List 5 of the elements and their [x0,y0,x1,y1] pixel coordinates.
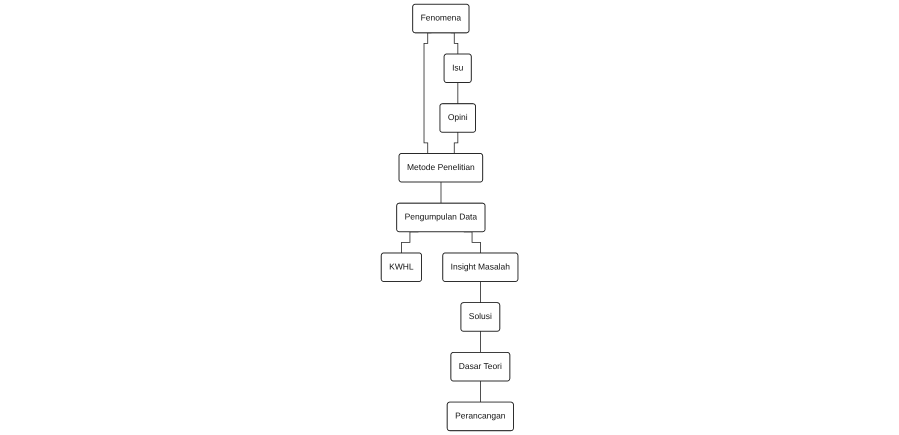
connector [480,281,481,304]
connector [480,331,481,354]
connector [480,380,481,403]
connector [440,182,442,204]
connector [457,82,458,104]
